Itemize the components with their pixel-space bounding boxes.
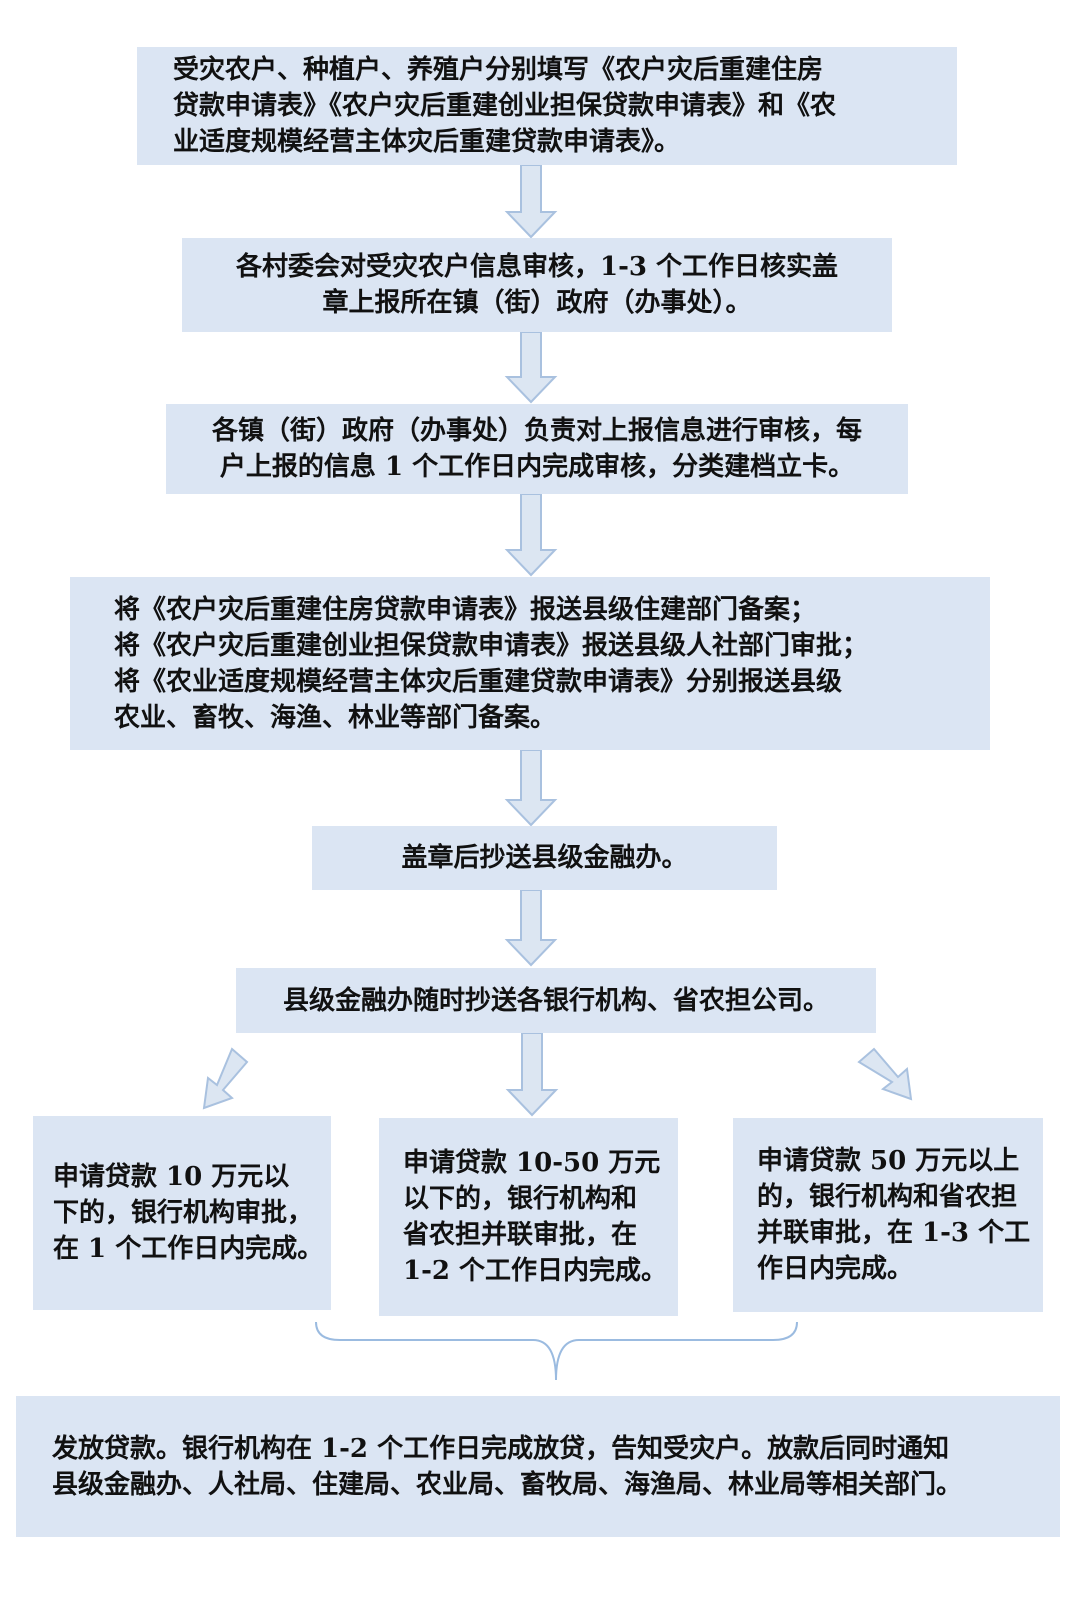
diag-arrow-left <box>202 1047 249 1110</box>
branch-10-50w-text: 申请贷款 10-50 万元 以下的，银行机构和 省农担并联审批，在 1-2 个工… <box>403 1145 667 1289</box>
branch-2-line-4: 1-2 个工作日内完成。 <box>403 1256 668 1286</box>
branch-2-line-3: 省农担并联审批，在 <box>403 1220 638 1250</box>
branch-2-line-2: 以下的，银行机构和 <box>403 1184 638 1214</box>
down-arrow-2 <box>504 331 558 404</box>
branch-10-50w-box: 申请贷款 10-50 万元 以下的，银行机构和 省农担并联审批，在 1-2 个工… <box>379 1118 678 1316</box>
branch-over-50w-box: 申请贷款 50 万元以上 的，银行机构和省农担 并联审批，在 1-3 个工 作日… <box>733 1118 1043 1312</box>
step-3-text: 各镇（街）政府（办事处）负责对上报信息进行审核，每 户上报的信息 1 个工作日内… <box>212 413 862 485</box>
step-6-box: 县级金融办随时抄送各银行机构、省农担公司。 <box>236 968 876 1033</box>
step-1-line-2: 贷款申请表》《农户灾后重建创业担保贷款申请表》和《农 <box>173 91 837 121</box>
branch-2-line-1: 申请贷款 10-50 万元 <box>403 1148 661 1178</box>
step-7-box: 发放贷款。银行机构在 1-2 个工作日完成放贷，告知受灾户。放款后同时通知 县级… <box>16 1396 1060 1537</box>
step-3-line-2: 户上报的信息 1 个工作日内完成审核，分类建档立卡。 <box>219 452 855 482</box>
branch-under-10w-box: 申请贷款 10 万元以 下的，银行机构审批， 在 1 个工作日内完成。 <box>33 1116 331 1310</box>
step-4-box: 将《农户灾后重建住房贷款申请表》报送县级住建部门备案； 将《农户灾后重建创业担保… <box>70 577 990 750</box>
step-2-line-2: 章上报所在镇（街）政府（办事处）。 <box>322 288 752 318</box>
step-1-line-1: 受灾农户、种植户、养殖户分别填写《农户灾后重建住房 <box>173 55 824 85</box>
step-4-line-1: 将《农户灾后重建住房贷款申请表》报送县级住建部门备案； <box>114 594 817 625</box>
branch-3-line-3: 并联审批，在 1-3 个工 <box>757 1218 1031 1248</box>
step-3-box: 各镇（街）政府（办事处）负责对上报信息进行审核，每 户上报的信息 1 个工作日内… <box>166 404 908 494</box>
step-7-text: 发放贷款。银行机构在 1-2 个工作日完成放贷，告知受灾户。放款后同时通知 县级… <box>52 1431 962 1503</box>
branch-3-line-2: 的，银行机构和省农担 <box>757 1182 1018 1212</box>
down-arrow-3 <box>504 493 558 577</box>
step-4-line-4: 农业、畜牧、海渔、林业等部门备案。 <box>114 702 557 733</box>
step-1-text: 受灾农户、种植户、养殖户分别填写《农户灾后重建住房 贷款申请表》《农户灾后重建创… <box>173 52 836 160</box>
branch-3-line-4: 作日内完成。 <box>757 1254 914 1284</box>
step-3-line-1: 各镇（街）政府（办事处）负责对上报信息进行审核，每 <box>211 416 862 446</box>
down-arrow-6 <box>505 1032 559 1117</box>
step-5-line-1: 盖章后抄送县级金融办。 <box>401 843 688 873</box>
step-4-text: 将《农户灾后重建住房贷款申请表》报送县级住建部门备案； 将《农户灾后重建创业担保… <box>114 592 868 736</box>
branch-under-10w-text: 申请贷款 10 万元以 下的，银行机构审批， 在 1 个工作日内完成。 <box>53 1159 323 1267</box>
step-6-text: 县级金融办随时抄送各银行机构、省农担公司。 <box>283 983 829 1019</box>
step-2-text: 各村委会对受灾农户信息审核，1-3 个工作日核实盖 章上报所在镇（街）政府（办事… <box>236 249 838 321</box>
step-7-line-1: 发放贷款。银行机构在 1-2 个工作日完成放贷，告知受灾户。放款后同时通知 <box>52 1433 950 1464</box>
step-4-line-2: 将《农户灾后重建创业担保贷款申请表》报送县级人社部门审批； <box>114 630 869 661</box>
diag-arrow-right <box>857 1047 913 1101</box>
step-1-box: 受灾农户、种植户、养殖户分别填写《农户灾后重建住房 贷款申请表》《农户灾后重建创… <box>137 47 957 165</box>
branch-over-50w-text: 申请贷款 50 万元以上 的，银行机构和省农担 并联审批，在 1-3 个工 作日… <box>757 1143 1030 1287</box>
merge-brace <box>315 1321 798 1381</box>
step-4-line-3: 将《农业适度规模经营主体灾后重建贷款申请表》分别报送县级 <box>114 666 843 697</box>
step-6-line-1: 县级金融办随时抄送各银行机构、省农担公司。 <box>282 985 829 1016</box>
step-5-box: 盖章后抄送县级金融办。 <box>312 826 777 890</box>
down-arrow-5 <box>504 889 558 967</box>
step-1-line-3: 业适度规模经营主体灾后重建贷款申请表》。 <box>173 127 681 157</box>
down-arrow-1 <box>504 164 558 239</box>
branch-1-line-1: 申请贷款 10 万元以 <box>53 1162 290 1192</box>
step-7-line-2: 县级金融办、人社局、住建局、农业局、畜牧局、海渔局、林业局等相关部门。 <box>52 1469 963 1500</box>
step-2-line-1: 各村委会对受灾农户信息审核，1-3 个工作日核实盖 <box>235 252 839 282</box>
branch-1-line-3: 在 1 个工作日内完成。 <box>53 1234 324 1264</box>
step-2-box: 各村委会对受灾农户信息审核，1-3 个工作日核实盖 章上报所在镇（街）政府（办事… <box>182 238 892 332</box>
branch-1-line-2: 下的，银行机构审批， <box>53 1198 314 1228</box>
down-arrow-4 <box>504 749 558 827</box>
branch-3-line-1: 申请贷款 50 万元以上 <box>757 1146 1020 1176</box>
step-5-text: 盖章后抄送县级金融办。 <box>401 840 687 876</box>
